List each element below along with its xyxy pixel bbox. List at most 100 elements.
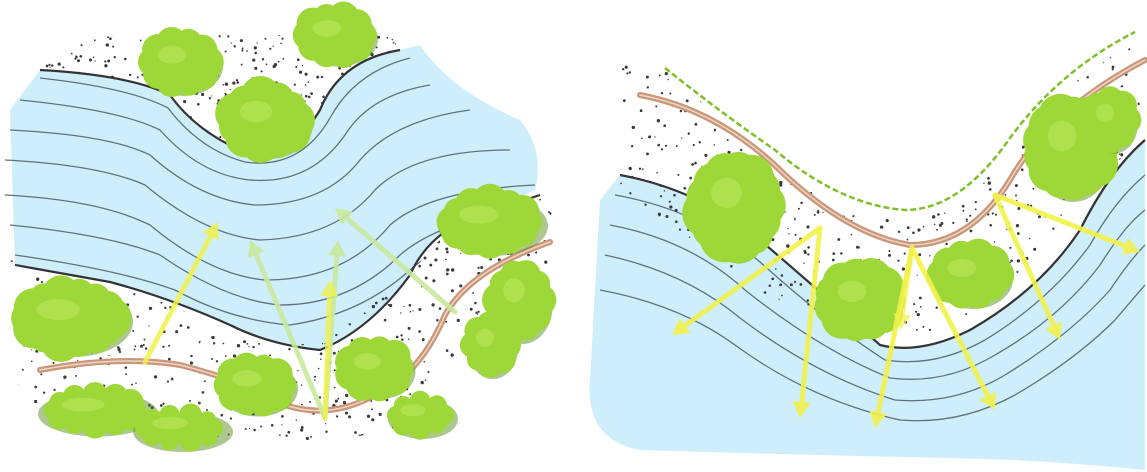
gravel-dot	[950, 197, 951, 198]
gravel-dot	[222, 84, 224, 86]
gravel-dot	[337, 398, 339, 400]
gravel-dot	[661, 148, 663, 150]
gravel-dot	[407, 34, 408, 35]
gravel-dot	[134, 345, 136, 347]
gravel-dot	[721, 91, 722, 92]
gravel-dot	[281, 424, 282, 425]
gravel-dot	[1016, 224, 1019, 227]
gravel-dot	[778, 299, 779, 300]
gravel-dot	[731, 113, 734, 116]
gravel-dot	[554, 193, 557, 196]
gravel-dot	[647, 86, 649, 88]
gravel-dot	[849, 156, 851, 158]
gravel-dot	[255, 31, 256, 33]
gravel-dot	[762, 52, 764, 54]
gravel-dot	[135, 382, 137, 384]
gravel-dot	[113, 56, 115, 58]
gravel-dot	[301, 94, 302, 95]
gravel-dot	[789, 150, 792, 153]
gravel-dot	[773, 31, 774, 32]
gravel-dot	[880, 32, 882, 34]
gravel-dot	[104, 60, 106, 62]
gravel-dot	[879, 194, 882, 197]
gravel-dot	[649, 136, 651, 138]
gravel-dot	[75, 55, 77, 57]
gravel-dot	[254, 52, 257, 55]
gravel-dot	[9, 405, 11, 407]
gravel-dot	[118, 348, 121, 351]
gravel-dot	[924, 162, 925, 163]
gravel-dot	[88, 36, 90, 38]
gravel-dot	[931, 89, 934, 92]
gravel-dot	[888, 254, 891, 257]
gravel-dot	[129, 434, 132, 437]
gravel-dot	[846, 141, 848, 143]
gravel-dot	[325, 430, 327, 432]
gravel-dot	[966, 220, 968, 222]
gravel-dot	[474, 425, 477, 428]
gravel-dot	[912, 232, 915, 235]
gravel-dot	[928, 139, 931, 142]
gravel-dot	[983, 182, 984, 183]
gravel-dot	[297, 58, 300, 61]
gravel-dot	[708, 78, 710, 80]
gravel-dot	[1021, 70, 1024, 73]
gravel-dot	[451, 268, 454, 271]
gravel-dot	[804, 251, 807, 254]
gravel-dot	[252, 59, 255, 62]
gravel-dot	[103, 32, 105, 34]
gravel-dot	[882, 117, 884, 119]
gravel-dot	[821, 104, 823, 106]
gravel-dot	[216, 360, 218, 362]
gravel-dot	[709, 66, 712, 69]
gravel-dot	[854, 72, 856, 74]
gravel-dot	[614, 35, 616, 37]
gravel-dot	[779, 283, 782, 286]
gravel-dot	[13, 428, 15, 430]
gravel-dot	[67, 35, 69, 37]
gravel-dot	[129, 74, 131, 76]
gravel-dot	[907, 226, 910, 229]
gravel-dot	[522, 432, 524, 434]
gravel-dot	[256, 441, 259, 444]
gravel-dot	[1086, 76, 1089, 79]
gravel-dot	[904, 108, 906, 110]
gravel-dot	[144, 339, 146, 341]
gravel-dot	[140, 345, 143, 348]
gravel-dot	[928, 147, 929, 148]
gravel-dot	[667, 41, 668, 42]
gravel-dot	[677, 55, 680, 58]
gravel-dot	[691, 44, 694, 47]
gravel-dot	[1137, 76, 1139, 78]
gravel-dot	[921, 119, 924, 122]
gravel-dot	[302, 65, 303, 66]
gravel-dot	[31, 419, 32, 420]
gravel-dot	[254, 46, 257, 49]
gravel-dot	[623, 99, 626, 102]
gravel-dot	[902, 40, 905, 43]
gravel-dot	[306, 437, 309, 440]
gravel-dot	[265, 38, 267, 40]
gravel-dot	[11, 377, 14, 380]
gravel-dot	[95, 60, 96, 61]
gravel-dot	[766, 118, 768, 120]
gravel-dot	[429, 264, 432, 267]
gravel-dot	[665, 36, 667, 38]
gravel-dot	[664, 190, 666, 192]
gravel-dot	[89, 58, 92, 61]
gravel-dot	[36, 56, 39, 59]
gravel-dot	[427, 371, 429, 373]
gravel-dot	[975, 208, 977, 210]
gravel-dot	[423, 361, 425, 363]
gravel-dot	[230, 417, 232, 419]
gravel-dot	[494, 392, 497, 395]
gravel-dot	[542, 436, 544, 438]
gravel-dot	[224, 93, 226, 95]
gravel-dot	[793, 40, 796, 43]
gravel-dot	[180, 324, 183, 327]
gravel-dot	[895, 35, 897, 37]
gravel-dot	[940, 222, 943, 225]
gravel-dot	[987, 177, 990, 180]
gravel-dot	[807, 253, 809, 255]
gravel-dot	[807, 246, 810, 249]
